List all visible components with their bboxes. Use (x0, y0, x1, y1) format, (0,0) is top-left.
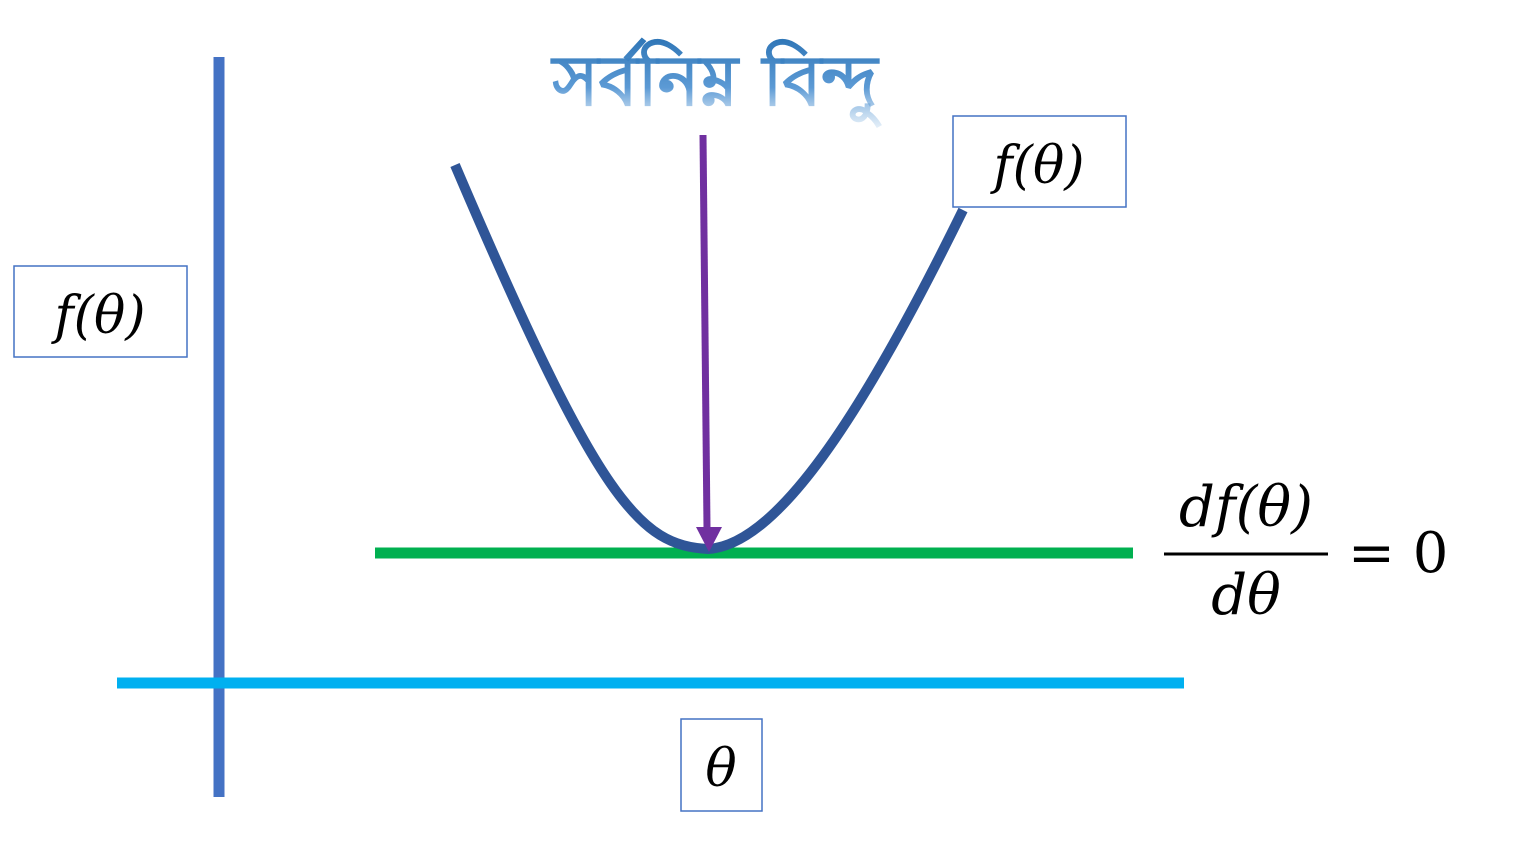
x-axis-label: θ (705, 739, 736, 799)
x-axis-label-box (680, 718, 763, 812)
minimum-arrow-shaft (699, 134, 711, 529)
equation-rhs: = 0 (1348, 521, 1448, 586)
y-axis-label-box (13, 265, 188, 358)
y-axis-label: f(θ) (50, 286, 145, 346)
curve-label: f(θ) (989, 136, 1084, 196)
diagram-title: সর্বনিম্ন বিন্দু (550, 37, 882, 129)
minimum-arrow-head (696, 527, 722, 552)
curve-label-box (952, 115, 1127, 208)
equation-denominator: dθ (1211, 563, 1281, 628)
equation-numerator: df(θ) (1179, 475, 1313, 540)
